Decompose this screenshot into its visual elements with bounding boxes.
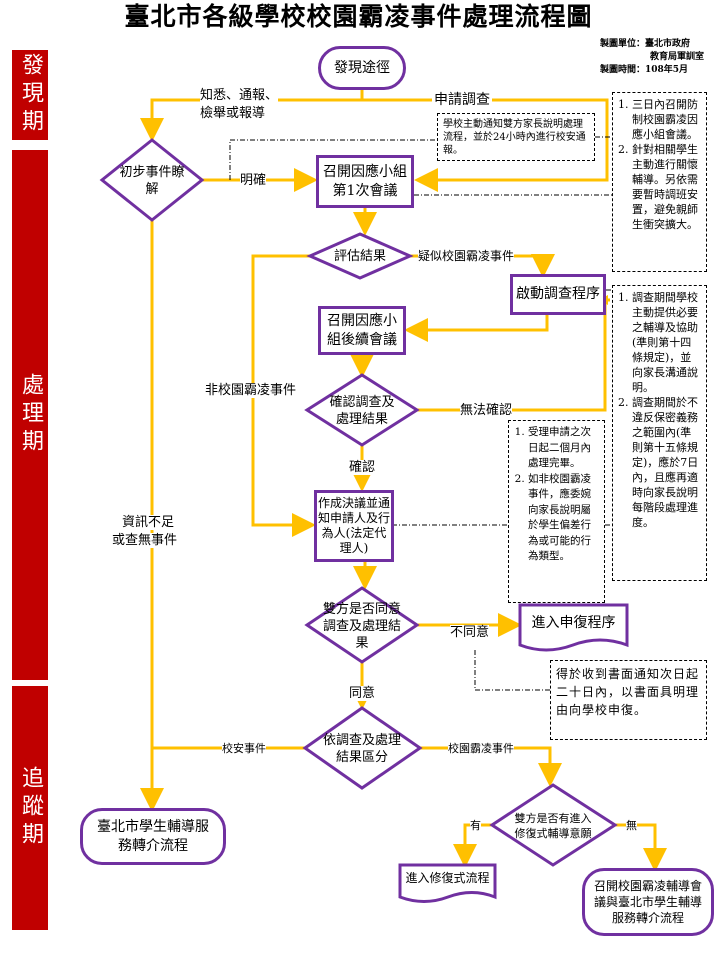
label-aware: 知悉、通報、 bbox=[200, 88, 279, 103]
note-item: 調查期間學校主動提供必要之輔導及協助(準則第十四條規定)，並向家長溝通說明。 bbox=[632, 290, 701, 395]
node-agree: 雙方是否同意調查及處理結果 bbox=[322, 601, 401, 651]
note-item: 三日內召開防制校園霸凌因應小組會議。 bbox=[632, 97, 701, 142]
label-yes: 有 bbox=[470, 818, 481, 833]
phase-processing: 處理期 bbox=[12, 150, 48, 680]
node-meeting1: 召開因應小組第1次會議 bbox=[316, 155, 414, 208]
label-safety: 校安事件 bbox=[222, 741, 266, 756]
note-item: 針對相關學生主動進行關懷輔導。另依需要暫時調班安置，避免親師生衝突擴大。 bbox=[632, 142, 701, 232]
node-classify: 依調查及處理結果區分 bbox=[322, 733, 401, 765]
label-bullying: 校園霸凌事件 bbox=[448, 741, 514, 756]
label-report: 檢舉或報導 bbox=[200, 106, 266, 121]
note-first-meeting: 三日內召開防制校園霸凌因應小組會議。針對相關學生主動進行關懷輔導。另依需要暫時調… bbox=[612, 92, 707, 272]
label-no: 無 bbox=[626, 818, 637, 833]
note-notify: 學校主動通知雙方家長說明處理流程，並於24小時內進行校安通報。 bbox=[437, 113, 595, 161]
note-appeal: 得於收到書面通知次日起二十日內，以書面具明理由向學校申復。 bbox=[550, 660, 707, 740]
label-no-event: 或查無事件 bbox=[112, 533, 178, 548]
note-item: 受理申請之次日起二個月內處理完畢。 bbox=[528, 425, 599, 472]
label-non-bullying: 非校園霸凌事件 bbox=[205, 383, 297, 398]
label-unconfirmed: 無法確認 bbox=[460, 403, 513, 418]
note-item: 如非校園霸凌事件，應委婉向家長說明屬於學生偏差行為或可能的行為類型。 bbox=[528, 472, 599, 565]
phase-tracking: 追蹤期 bbox=[12, 686, 48, 930]
maker-unit-dept: 教育局軍訓室 bbox=[650, 52, 705, 62]
page-title: 臺北市各級學校校園霸凌事件處理流程圖 bbox=[124, 2, 593, 31]
label-confirmed: 確認 bbox=[349, 460, 376, 475]
node-restorative: 進入修復式流程 bbox=[405, 870, 490, 885]
label-apply: 申請調查 bbox=[432, 92, 492, 108]
note-investigation: 調查期間學校主動提供必要之輔導及協助(準則第十四條規定)，並向家長溝通說明。調查… bbox=[612, 285, 707, 581]
node-appeal: 進入申復程序 bbox=[531, 614, 616, 631]
note-item: 調查期間於不違反保密義務之範圍內(準則第十五條規定)，應於7日內，且應再適時向家… bbox=[632, 395, 701, 530]
label-insufficient: 資訊不足 bbox=[122, 515, 175, 530]
node-discover: 發現途徑 bbox=[318, 46, 406, 90]
node-decision: 作成決議並通知申請人及行為人(法定代理人) bbox=[314, 490, 394, 562]
phase-discovery: 發現期 bbox=[12, 50, 48, 140]
node-initial: 初步事件瞭解 bbox=[119, 165, 185, 197]
label-agreed: 同意 bbox=[349, 686, 376, 701]
node-restorative-question: 雙方是否有進入修復式輔導意願 bbox=[514, 812, 592, 840]
note-decision: 受理申請之次日起二個月內處理完畢。如非校園霸凌事件，應委婉向家長說明屬於學生偏差… bbox=[508, 420, 605, 603]
maker-unit: 製圖單位：臺北市政府 bbox=[600, 39, 691, 49]
label-disagree: 不同意 bbox=[450, 625, 490, 640]
node-evaluate: 評估結果 bbox=[333, 248, 386, 264]
node-counsel-meeting: 召開校園霸凌輔導會議與臺北市學生輔導服務轉介流程 bbox=[582, 868, 714, 936]
made-date: 製圖時間：108年5月 bbox=[600, 65, 689, 75]
node-referral: 臺北市學生輔導服務轉介流程 bbox=[80, 808, 226, 865]
node-meeting2: 召開因應小組後續會議 bbox=[318, 306, 406, 355]
node-investigate: 啟動調查程序 bbox=[510, 274, 606, 315]
label-suspected: 疑似校園霸凌事件 bbox=[418, 249, 515, 264]
label-clear: 明確 bbox=[240, 173, 267, 188]
node-confirm: 確認調查及處理結果 bbox=[329, 395, 395, 427]
